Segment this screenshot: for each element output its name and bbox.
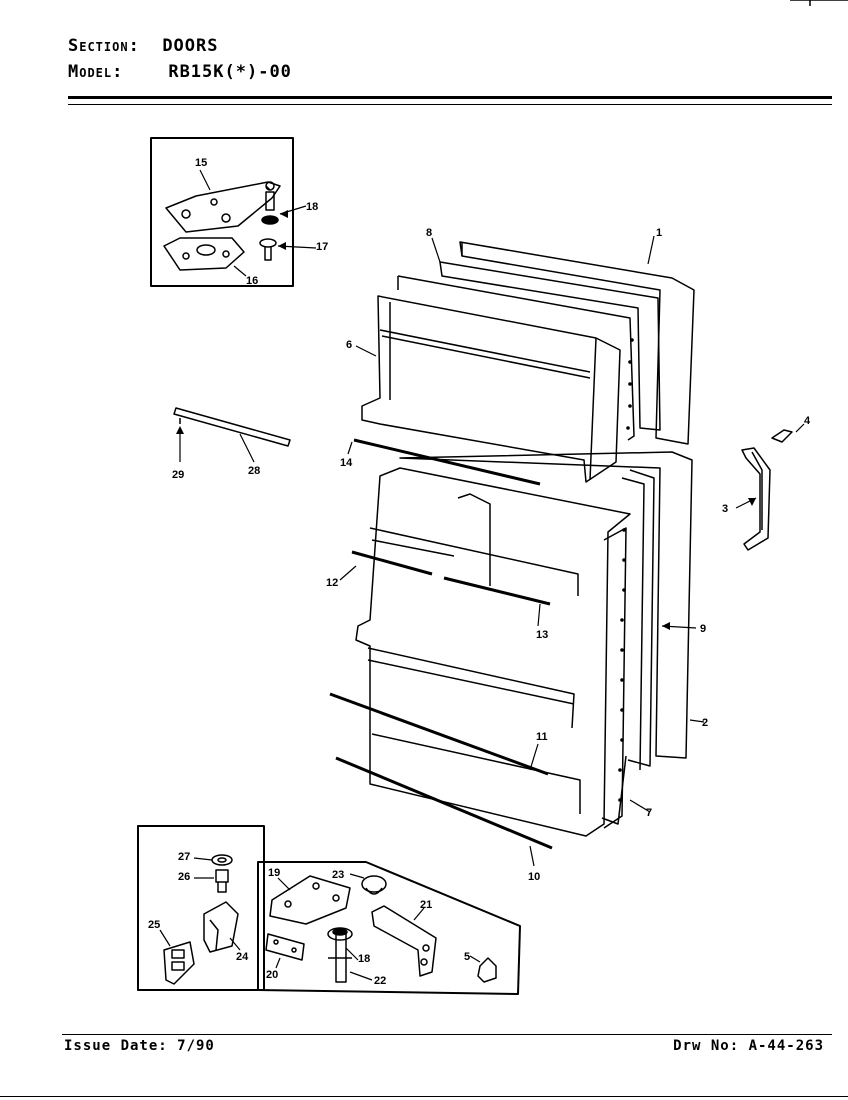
- callout-16: 16: [246, 275, 258, 287]
- callout-25: 25: [148, 919, 160, 931]
- callout-19: 19: [268, 867, 280, 879]
- callout-23: 23: [332, 869, 344, 881]
- upper-hinge-inset-box: [150, 137, 294, 287]
- callout-9: 9: [700, 623, 706, 635]
- retainer-bar-12: [351, 550, 433, 576]
- screw-5: [477, 957, 497, 983]
- screw-17: [259, 238, 277, 261]
- header-rule-thick: [68, 96, 832, 99]
- callout-13: 13: [536, 629, 548, 641]
- callout-11: 11: [536, 731, 548, 743]
- callout-17: 17: [316, 241, 328, 253]
- hinge-pin-22: [327, 927, 353, 983]
- retainer-bar-10: [335, 756, 553, 850]
- freezer-gasket-8: [397, 261, 661, 441]
- callout-6: 6: [346, 339, 352, 351]
- shelf-retainer-bars: [329, 438, 553, 850]
- callout-14: 14: [340, 457, 353, 469]
- hinge-bracket-21: [371, 905, 437, 977]
- callout-7: 7: [646, 807, 652, 819]
- retainer-bar-13: [443, 576, 551, 606]
- callout-2: 2: [702, 717, 708, 729]
- fresh-food-door-liner-7: [355, 467, 631, 837]
- callout-18-bottom: 18: [358, 953, 370, 965]
- hinge-bracket-24: [203, 901, 239, 953]
- fresh-food-gasket-9: [621, 469, 655, 771]
- callout-24: 24: [236, 951, 249, 963]
- section-value: DOORS: [162, 36, 219, 56]
- bearing-18-bottom: [332, 928, 348, 936]
- hinge-19: [269, 875, 351, 925]
- callout-18-top: 18: [306, 201, 318, 213]
- callout-29: 29: [172, 469, 184, 481]
- header-rule-thin: [68, 104, 832, 105]
- corner-mark: [790, 0, 848, 6]
- fresh-food-door-outer-2: [399, 451, 693, 759]
- door-handle-3: [741, 447, 771, 551]
- lower-left-inset-box: [137, 825, 265, 991]
- callout-3: 3: [722, 503, 728, 515]
- bushing-26: [215, 869, 229, 893]
- washer-27: [211, 854, 233, 866]
- drawing-number: Drw No: A-44-263: [673, 1038, 824, 1054]
- callout-21: 21: [420, 899, 432, 911]
- callout-26: 26: [178, 871, 190, 883]
- callout-27: 27: [178, 851, 190, 863]
- callout-12: 12: [326, 577, 338, 589]
- callout-20: 20: [266, 969, 278, 981]
- cap-23: [361, 875, 387, 895]
- callout-8-top: 8: [426, 227, 432, 239]
- callout-10: 10: [528, 871, 540, 883]
- retainer-bar-14: [353, 438, 541, 486]
- section-key: Section:: [68, 36, 140, 56]
- model-heading: Model: RB15K(*)-00: [68, 62, 292, 82]
- section-heading: Section: DOORS: [68, 36, 219, 56]
- lower-right-inset-box: [257, 861, 521, 995]
- trim-strip-28: [173, 407, 291, 447]
- handle-cap-4: [771, 429, 793, 443]
- model-value: RB15K(*)-00: [168, 62, 292, 82]
- spacer-18-top: [261, 191, 279, 225]
- callout-5: 5: [464, 951, 470, 963]
- liner-edge-holes: [618, 338, 634, 802]
- hinge-plate-25: [163, 941, 195, 985]
- shim-20: [265, 933, 305, 961]
- leader-arrowheads: [176, 210, 756, 630]
- retainer-bar-11: [329, 692, 549, 776]
- page-bottom-rule: [0, 1096, 848, 1097]
- callout-22: 22: [374, 975, 386, 987]
- hinge-shim-16: [163, 237, 245, 271]
- issue-date: Issue Date: 7/90: [64, 1038, 215, 1054]
- footer-rule: [62, 1034, 832, 1035]
- upper-hinge-plate-15: [165, 181, 281, 233]
- model-key: Model:: [68, 62, 124, 82]
- callout-15: 15: [195, 157, 207, 169]
- freezer-door-outer-1: [459, 241, 695, 445]
- callout-4: 4: [804, 415, 811, 427]
- freezer-door-liner-6: [361, 295, 621, 483]
- callout-1: 1: [656, 227, 662, 239]
- callout-28: 28: [248, 465, 260, 477]
